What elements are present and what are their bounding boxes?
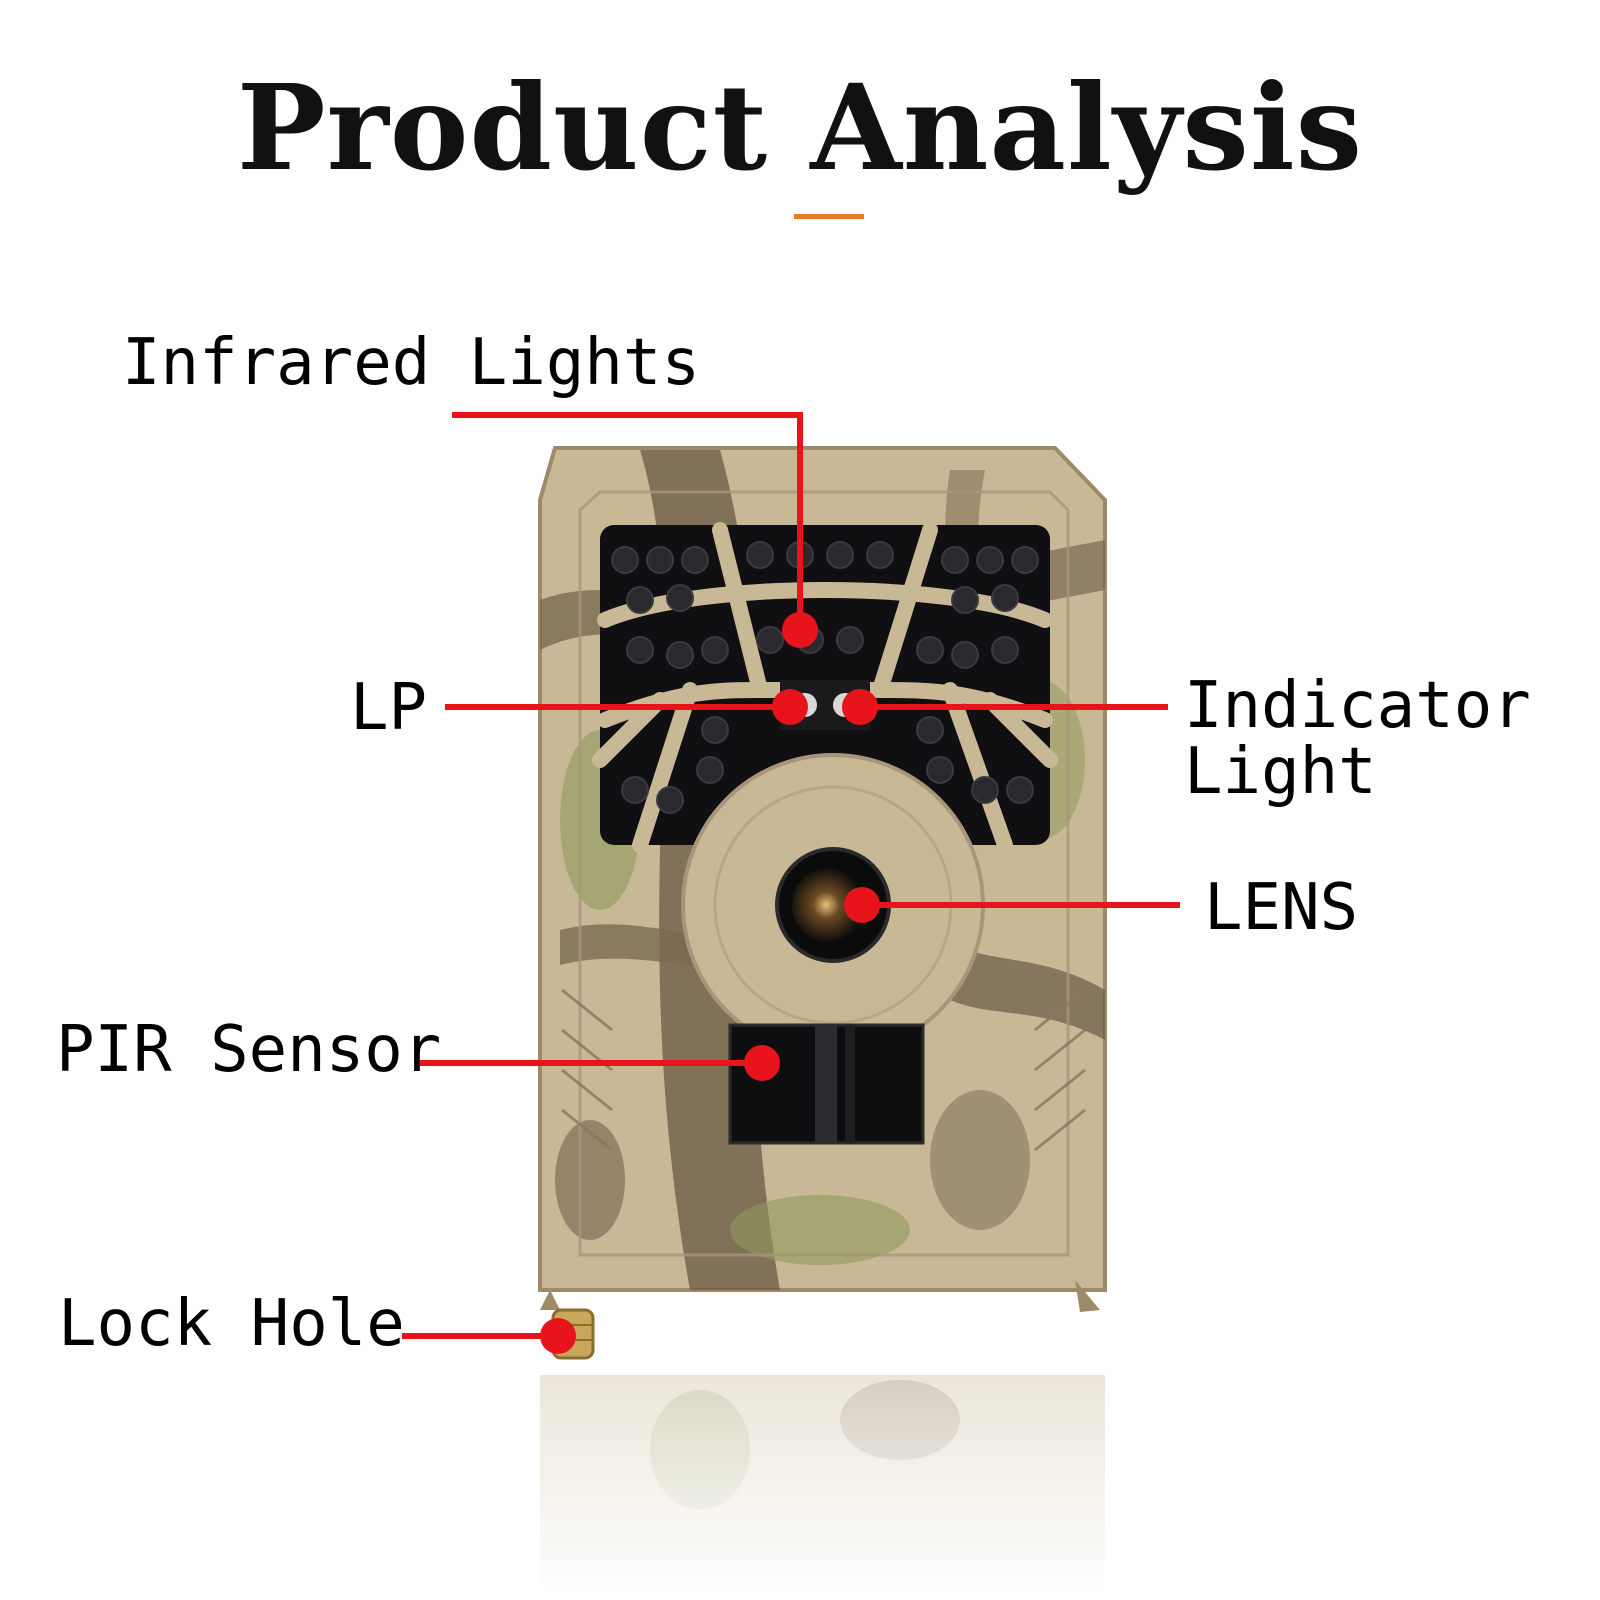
title-accent-underline	[794, 214, 864, 219]
camera-reflection	[540, 1370, 1105, 1600]
camera-lens	[775, 847, 891, 963]
callout-lock-hole: Lock Hole	[58, 1287, 405, 1361]
callout-indicator-light: Indicator Light	[1184, 669, 1531, 809]
leader-dot-lens	[844, 887, 880, 923]
callout-lens: LENS	[1204, 871, 1359, 945]
leader-dot-infrared	[782, 612, 818, 648]
pir-sensor-window	[728, 1023, 925, 1145]
leader-lines	[402, 412, 1180, 1339]
leader-dot-lock	[540, 1318, 576, 1354]
leader-dot-pir	[744, 1045, 780, 1081]
callout-pir-sensor: PIR Sensor	[56, 1013, 442, 1087]
leader-dots	[540, 612, 880, 1354]
page-title: Product Analysis	[236, 58, 1364, 197]
leader-line-infrared	[452, 412, 803, 630]
callout-lp: LP	[350, 671, 428, 745]
leader-dot-lp	[772, 689, 808, 725]
callout-infrared-lights: Infrared Lights	[122, 326, 700, 400]
leader-dot-indicator	[842, 689, 878, 725]
